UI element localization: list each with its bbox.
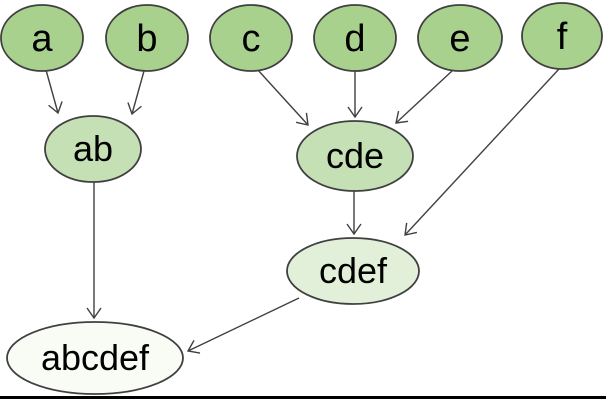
edges	[45, 68, 560, 354]
bottom-rule	[0, 396, 606, 399]
node-ab-label: ab	[73, 128, 113, 169]
edge-cdef-abcdef	[186, 297, 300, 354]
node-e-label: e	[449, 18, 470, 60]
node-cdef-shape	[286, 237, 420, 305]
node-f-shape	[521, 2, 603, 70]
node-cdef: cdef	[286, 237, 420, 305]
node-c-shape	[209, 4, 293, 72]
node-abcdef: abcdef	[6, 321, 184, 395]
node-d: d	[313, 4, 397, 72]
node-d-shape	[313, 4, 397, 72]
node-ab-shape	[44, 115, 142, 183]
node-cde: cde	[296, 120, 414, 192]
node-ab: ab	[44, 115, 142, 183]
edge-b-ab	[127, 70, 145, 116]
node-b: b	[105, 4, 189, 72]
node-e-shape	[417, 4, 503, 72]
node-abcdef-shape	[6, 321, 184, 395]
node-abcdef-label: abcdef	[41, 337, 150, 378]
node-b-shape	[105, 4, 189, 72]
node-f-label: f	[557, 16, 568, 58]
edge-a-ab	[45, 69, 63, 115]
node-d-label: d	[344, 18, 365, 60]
edge-e-cde	[395, 70, 453, 124]
node-cde-shape	[296, 120, 414, 192]
node-a-label: a	[31, 18, 53, 60]
node-c: c	[209, 4, 293, 72]
edge-f-cdef	[404, 68, 560, 236]
node-e: e	[417, 4, 503, 72]
node-cdef-label: cdef	[319, 250, 388, 291]
node-c-label: c	[242, 18, 261, 60]
edge-c-cde	[256, 68, 309, 126]
node-a: a	[0, 4, 84, 72]
node-a-shape	[0, 4, 84, 72]
node-cde-label: cde	[326, 135, 384, 176]
node-f: f	[521, 2, 603, 70]
node-b-label: b	[136, 18, 157, 60]
